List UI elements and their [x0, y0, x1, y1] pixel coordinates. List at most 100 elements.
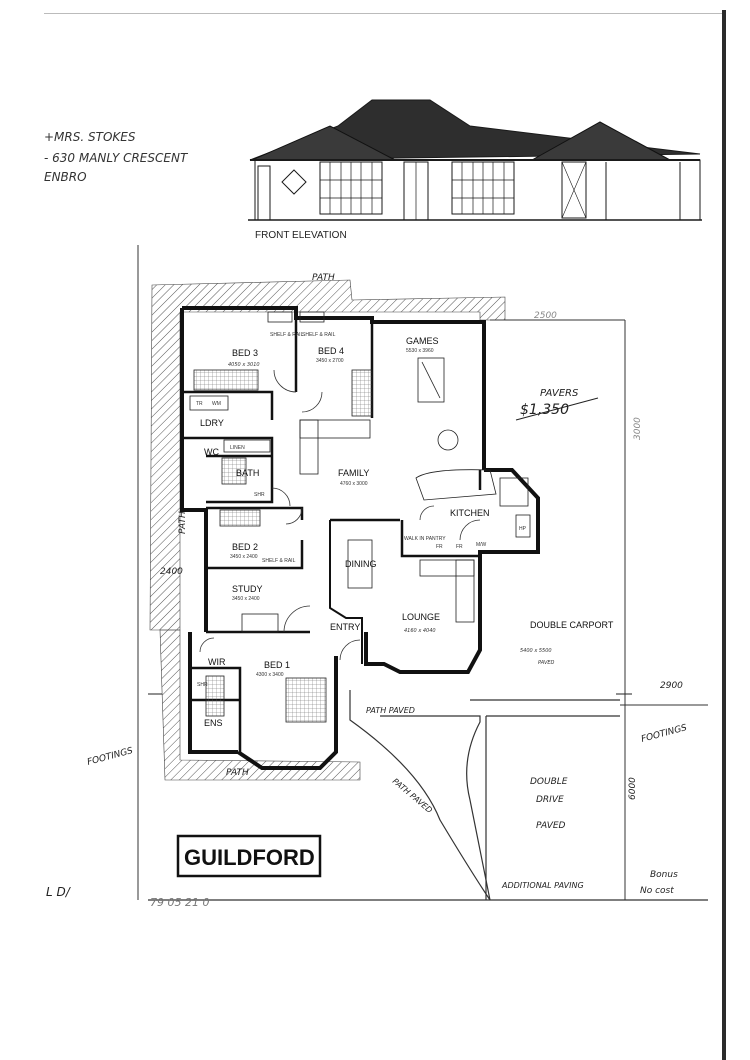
label-wc: WC [204, 447, 219, 457]
elevation-label: FRONT ELEVATION [255, 230, 347, 241]
ens-shower [205, 675, 225, 717]
plan-title: GUILDFORD [184, 845, 315, 870]
family-sofa-side [299, 419, 319, 475]
study-desk [241, 613, 279, 633]
label-study: STUDY [232, 584, 263, 594]
fixture-tr: TR [196, 401, 203, 407]
fixture-walk-in-pantry: WALK IN PANTRY [404, 536, 446, 542]
label-bath: BATH [236, 468, 259, 478]
fixture-shelf-rail-bed4: SHELF & RAIL [302, 332, 336, 338]
note-client-name: +MRS. STOKES [44, 130, 136, 144]
ann-path-bottom: PATH [226, 768, 249, 778]
ann-footings-left: FOOTINGS [86, 746, 134, 768]
site-boundary [137, 245, 708, 901]
bed3-wardrobe [193, 369, 259, 391]
wall-north [182, 306, 486, 470]
label-lounge: LOUNGE [402, 612, 440, 622]
label-linen: LINEN [230, 445, 245, 451]
furniture [189, 311, 531, 723]
label-bed4: BED 4 [318, 346, 344, 356]
label-ens: ENS [204, 718, 223, 728]
plan-title-badge: GUILDFORD [176, 834, 322, 878]
label-wir: WIR [208, 657, 226, 667]
dims-bed4: 3450 x 2700 [316, 358, 344, 364]
wall-west-upper [180, 308, 208, 632]
wall-east-kitchen-lounge [364, 468, 540, 674]
dims-games: 5530 x 3960 [406, 348, 434, 354]
laundry-tub-wm [189, 395, 229, 411]
front-elevation: FRONT ELEVATION [248, 99, 702, 241]
dims-bed3: 4050 x 3010 [228, 362, 260, 368]
label-dining: DINING [345, 559, 377, 569]
lounge-sofa-side [455, 559, 475, 623]
note-carport-paved: PAVED [538, 660, 555, 666]
bed2-wardrobe [219, 509, 261, 527]
scan-top-edge [44, 13, 724, 14]
bed4-wardrobe [351, 369, 373, 417]
bath-tub [221, 457, 247, 485]
ann-dim-2900: 2900 [660, 681, 683, 691]
label-double-carport: DOUBLE CARPORT [530, 620, 614, 630]
fixture-shr-ens: SHR [197, 682, 208, 688]
driveway-and-path [349, 690, 620, 901]
door-swings [199, 369, 481, 661]
fixture-shelf-rail-bed3: SHELF & RAIL [270, 332, 304, 338]
kitchen-island [415, 469, 497, 501]
label-bed1: BED 1 [264, 660, 290, 670]
ann-no-cost: No cost [640, 886, 674, 896]
wall-west-lower [188, 632, 238, 754]
fixture-labels: SHELF & RAIL SHELF & RAIL TR WM SHR SHEL… [196, 332, 527, 688]
ann-dim-3000: 3000 [633, 417, 643, 440]
label-bed3: BED 3 [232, 348, 258, 358]
house-walls [180, 306, 540, 770]
handwritten-annotations: PATH PATH PATH PAVERS $1,350 2500 2400 2… [46, 273, 688, 909]
elevation-column [257, 165, 271, 221]
bed1-bed [285, 677, 327, 723]
elevation-garage-door [561, 161, 587, 219]
fixture-shr-bath: SHR [254, 492, 265, 498]
dims-study: 3450 x 2400 [232, 596, 260, 602]
note-client-address: - 630 MANLY CRESCENT [44, 151, 189, 165]
fixture-mw: M/W [476, 542, 487, 548]
ann-dim-2400: 2400 [160, 567, 183, 577]
wall-bed1-bay [236, 656, 338, 770]
dims-bed1: 4300 x 3400 [256, 672, 284, 678]
ann-pavers: PAVERS [540, 388, 579, 399]
ann-drive-paved: PAVED [536, 821, 566, 831]
fixture-wm: WM [212, 401, 221, 407]
ann-dim-2500: 2500 [534, 311, 557, 321]
ann-additional-paving: ADDITIONAL PAVING [501, 881, 584, 890]
ann-bottom-strip: 79 05 21 0 [150, 896, 209, 909]
linen-cupboard [223, 439, 271, 453]
fixture-hp: HP [519, 526, 527, 532]
ann-footings-right: FOOTINGS [640, 723, 688, 745]
ann-bonus: Bonus [650, 870, 678, 880]
games-table [437, 429, 459, 451]
dining-table [347, 539, 373, 589]
ann-path-paved-1: PATH PAVED [366, 706, 415, 715]
ann-pavers-price: $1,350 [520, 402, 569, 418]
handwritten-client-notes: +MRS. STOKES - 630 MANLY CRESCENT ENBRO [44, 130, 189, 184]
fixture-fr-1: FR [436, 544, 443, 550]
room-labels: BED 3 4050 x 3010 BED 4 3450 x 2700 GAME… [200, 336, 614, 728]
ann-path-top: PATH [312, 273, 335, 283]
lounge-sofa-top [419, 559, 475, 577]
dims-bed2: 3450 x 2400 [230, 554, 258, 560]
pool-table [417, 357, 445, 403]
path-curve-right [380, 715, 491, 901]
label-ldry: LDRY [200, 418, 224, 428]
label-games: GAMES [406, 336, 439, 346]
label-kitchen: KITCHEN [450, 508, 490, 518]
ann-bottom-left: L D/ [46, 885, 72, 899]
hatch-perimeter-bottom [159, 629, 361, 781]
label-family: FAMILY [338, 468, 369, 478]
ann-drive: DRIVE [536, 795, 564, 805]
label-bed2: BED 2 [232, 542, 258, 552]
dims-lounge: 4160 x 4040 [404, 628, 436, 634]
fixture-shelf-rail-bed2: SHELF & RAIL [262, 558, 296, 564]
path-curve-left [349, 690, 491, 901]
scan-right-edge [722, 10, 726, 1060]
ann-double: DOUBLE [530, 777, 568, 787]
